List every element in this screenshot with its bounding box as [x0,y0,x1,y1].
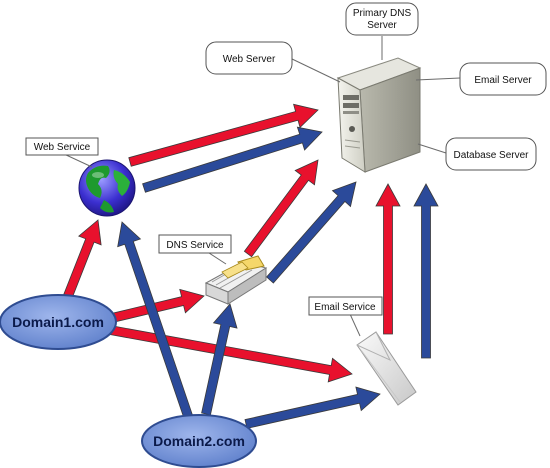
server-tower-icon [336,57,422,173]
arrow-domain2-to-dns [201,303,238,416]
arrow-email-to-server-red [375,183,401,335]
arrow-globe-to-server-blue [142,126,323,193]
callout-primary-dns: Primary DNS Server [345,2,419,36]
dns-service-label: DNS Service [166,240,224,251]
arrow-dns-to-server-blue [266,181,357,284]
callout-database-server: Database Server [445,137,537,171]
email-envelope-icon [356,331,417,406]
primary-dns-label-line2: Server [367,20,397,31]
dns-document-icon [204,255,268,305]
primary-dns-label-line1: Primary DNS [353,8,412,19]
callout-leaders [63,36,461,337]
domain2-label: Domain2.com [153,433,245,449]
arrow-domain2-to-globe [117,221,193,418]
globe-icon [78,159,136,217]
callout-email-server: Email Server [459,62,547,96]
callout-email-service: Email Service [308,296,383,316]
arrow-email-to-server-blue [413,183,439,359]
arrow-domain2-to-email [244,386,381,429]
arrow-domain1-to-dns [110,288,205,323]
email-server-label: Email Server [474,75,532,86]
arrow-dns-to-server-red [243,159,319,258]
arrow-globe-to-server-red [128,103,319,167]
domain1-label: Domain1.com [12,314,104,330]
web-service-label: Web Service [34,142,91,153]
callout-web-server: Web Server [205,41,293,75]
email-service-label: Email Service [314,302,376,313]
arrow-domain1-to-email [108,325,353,383]
domain2-node: Domain2.com [141,414,257,468]
callout-dns-service: DNS Service [158,234,232,254]
database-server-label: Database Server [453,150,529,161]
web-server-label: Web Server [223,54,276,65]
callout-web-service: Web Service [25,137,99,156]
arrow-domain1-to-globe [63,219,102,299]
domain1-node: Domain1.com [0,294,117,350]
connection-arrows [63,103,439,429]
